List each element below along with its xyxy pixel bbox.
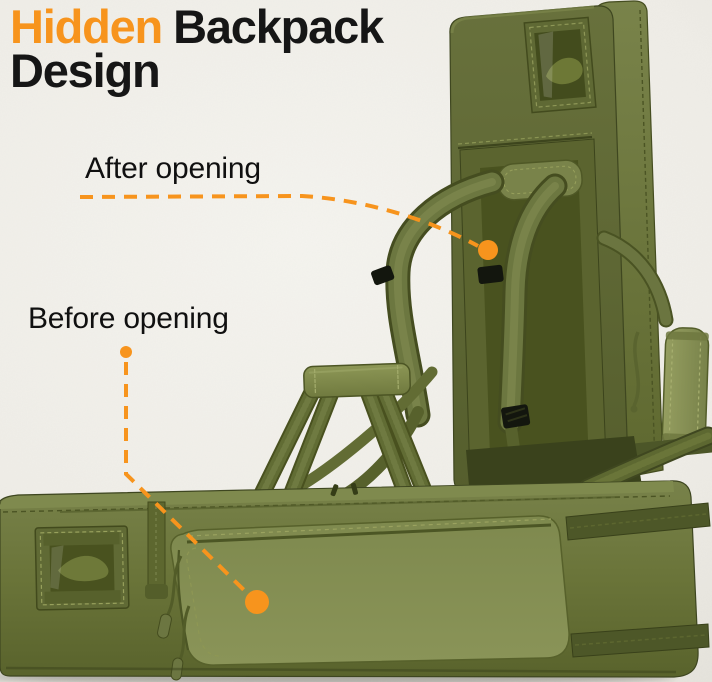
compression-bands [565, 502, 711, 658]
id-window-flat [34, 525, 130, 611]
id-window-upright [523, 16, 597, 114]
headline-accent-word: Hidden [10, 0, 163, 53]
front-pocket [170, 515, 570, 666]
after-opening-label: After opening [85, 152, 261, 185]
before-opening-label: Before opening [28, 302, 229, 335]
upright-rifle-case [288, 0, 712, 500]
headline-rest-words: Backpack [173, 0, 384, 53]
carry-handle [250, 362, 438, 514]
zipper-pulls-main [330, 482, 359, 497]
strap-buckles [371, 264, 531, 429]
webbing-strip [145, 501, 168, 599]
headline-line2: Design [10, 44, 161, 98]
